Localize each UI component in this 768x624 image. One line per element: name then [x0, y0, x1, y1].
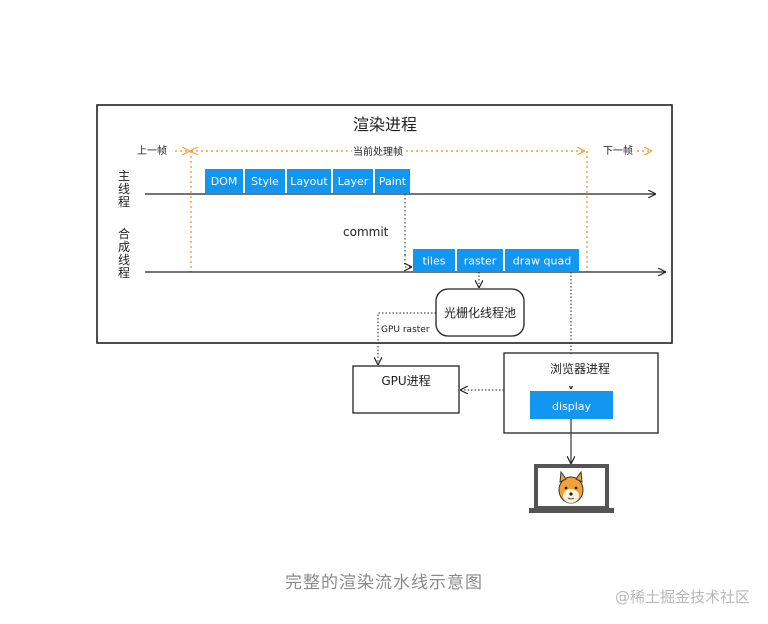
diagram-caption: 完整的渲染流水线示意图	[285, 573, 483, 593]
main-task-block-layout	[287, 169, 331, 193]
compositor-task-block-raster	[457, 249, 503, 272]
main-task-label-style: Style	[251, 175, 279, 188]
main-task-block-style	[245, 169, 285, 193]
render-process-box	[96, 104, 673, 344]
gpu-raster-label: GPU raster	[381, 325, 430, 335]
frame-timeline: 上一帧 当前处理帧 下一帧	[137, 143, 651, 272]
compositor-task-label-tiles: tiles	[423, 255, 446, 268]
main-task-label-dom: DOM	[211, 175, 238, 188]
compositor-task-block-draw-quad	[505, 249, 579, 272]
display-block	[530, 391, 613, 419]
main-task-label-layer: Layer	[338, 175, 369, 188]
svg-text:主线程: 主线程	[118, 169, 130, 209]
current-frame-label: 当前处理帧	[353, 145, 403, 158]
prev-frame-label: 上一帧	[137, 144, 167, 157]
browser-process-box	[503, 352, 659, 434]
doge-icon	[558, 470, 584, 504]
main-task-label-paint: Paint	[379, 175, 407, 188]
compositor-task-label-raster: raster	[464, 255, 497, 268]
monitor-icon	[529, 464, 614, 513]
pool-to-gpu-arrow	[378, 312, 436, 364]
main-task-block-paint	[375, 169, 410, 193]
compositor-task-label-draw-quad: draw quad	[513, 255, 571, 268]
compositor-thread-label: 合成线程	[118, 226, 130, 280]
main-task-block-layer	[333, 169, 373, 193]
gpu-process-box	[352, 365, 460, 414]
main-task-block-dom	[205, 169, 243, 193]
gpu-process-label: GPU进程	[381, 373, 430, 388]
svg-text:合成线程: 合成线程	[118, 226, 130, 280]
compositor-thread-tasks: tiles raster draw quad	[413, 249, 579, 272]
raster-thread-pool-label: 光栅化线程池	[444, 305, 516, 320]
watermark: @稀土掘金技术社区	[614, 588, 750, 606]
render-process-title: 渲染进程	[353, 115, 417, 134]
main-task-label-layout: Layout	[290, 175, 328, 188]
display-label: display	[552, 400, 592, 413]
main-thread-label: 主线程	[118, 169, 130, 209]
commit-label: commit	[343, 225, 389, 239]
compositor-task-block-tiles	[413, 249, 455, 272]
main-thread-tasks: DOM Style Layout Layer Paint	[205, 169, 410, 193]
next-frame-label: 下一帧	[603, 144, 633, 157]
browser-process-label: 浏览器进程	[550, 361, 610, 376]
